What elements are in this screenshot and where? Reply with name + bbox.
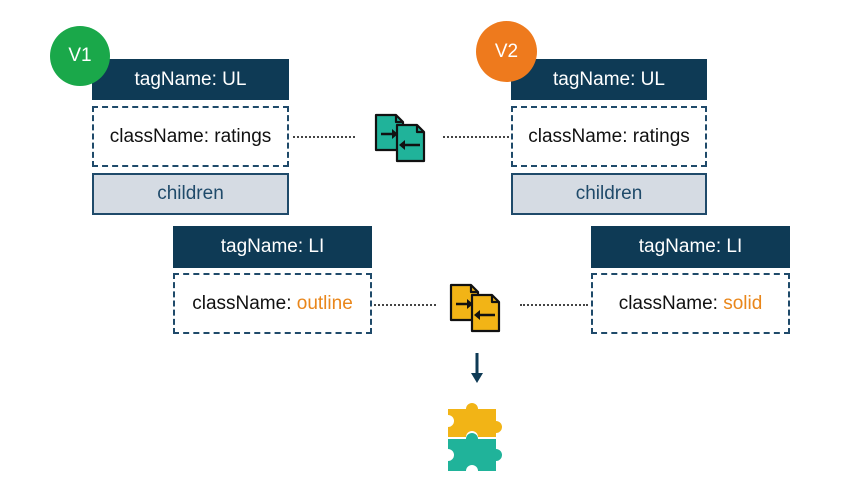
arrow-down-icon <box>469 353 485 385</box>
v1-li-classname-key: className: <box>192 292 297 314</box>
v1-ul-classname-value: ratings <box>214 125 272 147</box>
connector-bottom-left <box>374 304 436 306</box>
v1-children-label: children <box>157 183 224 204</box>
v1-ul-classname: className: ratings <box>92 106 289 167</box>
v2-ul-tag-label: tagName: UL <box>553 68 665 90</box>
v2-ul-classname: className: ratings <box>511 106 707 167</box>
v2-li-classname-value: solid <box>723 292 763 314</box>
v2-badge-label: V2 <box>494 40 519 62</box>
v2-children-label: children <box>575 183 643 204</box>
connector-top-right <box>443 136 509 138</box>
v1-li-classname-value: outline <box>296 292 353 314</box>
v2-ul-classname-value: ratings <box>632 125 690 147</box>
v2-badge: V2 <box>476 21 537 82</box>
v1-li-tag: tagName: LI <box>173 226 372 268</box>
connector-bottom-right <box>520 304 588 306</box>
v2-ul-tag: tagName: UL <box>511 59 707 100</box>
v2-ul-children: children <box>511 173 707 215</box>
v1-ul-tag-label: tagName: UL <box>134 68 247 90</box>
connector-top-left <box>293 136 355 138</box>
compare-files-icon <box>373 110 428 165</box>
v1-ul-classname-key: className: <box>109 125 215 147</box>
v2-li-tag-label: tagName: LI <box>638 236 743 257</box>
v1-li-classname: className: outline <box>173 273 372 334</box>
v1-badge: V1 <box>50 26 110 86</box>
compare-files-icon <box>448 280 503 335</box>
puzzle-icon <box>446 403 512 473</box>
v2-li-classname-key: className: <box>618 292 724 314</box>
v2-li-tag: tagName: LI <box>591 226 790 268</box>
v2-ul-classname-key: className: <box>528 125 633 147</box>
v1-badge-label: V1 <box>68 45 92 66</box>
v1-ul-children: children <box>92 173 289 215</box>
v1-li-tag-label: tagName: LI <box>220 236 325 257</box>
v2-li-classname: className: solid <box>591 273 790 334</box>
v1-ul-tag: tagName: UL <box>92 59 289 100</box>
